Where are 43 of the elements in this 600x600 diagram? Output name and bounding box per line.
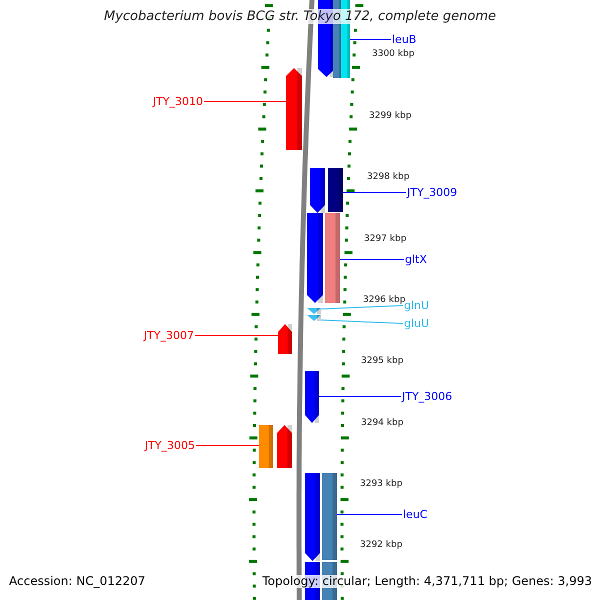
scale-label: 3292 kbp	[360, 540, 402, 551]
leader-line	[336, 514, 402, 515]
gene-feature	[286, 68, 302, 150]
scale-label: 3296 kbp	[363, 295, 406, 305]
scale-label: 3298 kbp	[367, 172, 410, 183]
scale-label: 3293 kbp	[360, 479, 402, 490]
gene-feature	[259, 425, 273, 468]
leader-line	[350, 39, 392, 40]
scale-label: 3297 kbp	[364, 234, 406, 245]
gene-feature	[305, 371, 319, 423]
gene-label: leuB	[392, 33, 416, 46]
gene-label: JTY_3005	[144, 439, 195, 452]
footer-text: Topology: circular; Length: 4,371,711 bp; Genes: 3,993	[262, 575, 592, 588]
scale-label: 3295 kbp	[361, 356, 404, 367]
gene-label: JTY_3009	[407, 186, 458, 199]
gene-label: JTY_3010	[152, 95, 203, 108]
gene-marker	[307, 308, 321, 314]
gene-label: glnU	[404, 299, 430, 312]
leader-line	[204, 101, 286, 102]
gene-marker	[307, 315, 321, 321]
scale-label: 3300 kbp	[372, 49, 414, 60]
scale-label: 3294 kbp	[361, 418, 404, 429]
gene-feature	[277, 425, 292, 468]
leader-line	[194, 335, 278, 336]
gene-feature	[278, 324, 292, 354]
gene-label: JTY_3006	[402, 390, 452, 403]
gene-label: leuC	[403, 508, 428, 521]
gene-label: gltX	[405, 253, 427, 266]
leader-line	[196, 445, 260, 446]
leader-line	[320, 305, 404, 310]
leader-line	[318, 396, 402, 397]
gene-feature	[322, 473, 337, 560]
footer-text: Accession: NC_012207	[9, 575, 146, 588]
gene-feature	[325, 213, 340, 303]
scale-label: 3299 kbp	[369, 111, 412, 122]
gene-label: gluU	[404, 317, 430, 330]
gene-feature	[310, 168, 325, 213]
leader-line	[342, 192, 406, 193]
gene-feature	[328, 168, 343, 212]
leader-line	[340, 259, 404, 260]
leader-line	[320, 320, 404, 324]
gene-label: JTY_3007	[144, 329, 194, 342]
title: Mycobacterium bovis BCG str. Tokyo 172, complete genome	[104, 9, 496, 24]
